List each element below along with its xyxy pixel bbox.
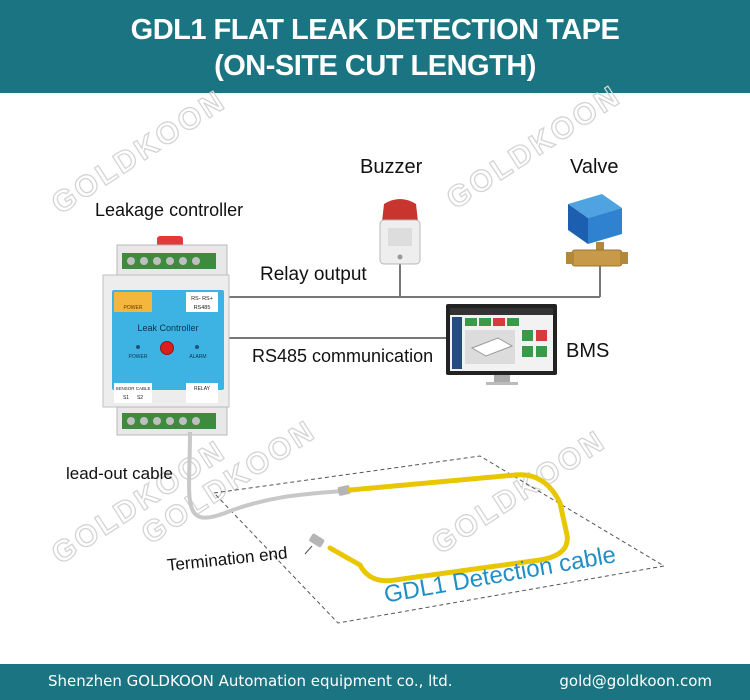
controller-power-box-label: POWER: [124, 305, 143, 311]
footer-bar: Shenzhen GOLDKOON Automation equipment c…: [0, 664, 750, 700]
page-subtitle: (ON-SITE CUT LENGTH): [214, 50, 536, 82]
rs485-label: RS485 communication: [252, 346, 434, 366]
controller-sensor-cable-label: SENSOR CABLE: [115, 386, 150, 391]
bms-computer: [446, 304, 557, 385]
bms-label: BMS: [566, 340, 610, 362]
termination-pointer: [304, 545, 313, 555]
leakage-controller-device: POWER RS- RS+ RS485 Leak Controller POWE…: [102, 236, 230, 436]
detection-cable-loop: [327, 472, 570, 584]
leakage-controller-label: Leakage controller: [95, 200, 244, 220]
system-diagram: GOLDKOON GOLDKOON GOLDKOON GOLDKOON GOLD…: [45, 78, 666, 624]
controller-name: Leak Controller: [137, 323, 198, 333]
watermark: GOLDKOON: [426, 424, 612, 561]
relay-output-label: Relay output: [260, 264, 367, 285]
lead-out-connector: [337, 485, 351, 496]
buzzer-device: [379, 199, 421, 265]
controller-s1-label: S1: [123, 395, 129, 401]
controller-rs-terminal-label: RS- RS+: [191, 296, 213, 302]
valve-device: [566, 194, 628, 267]
controller-relay-label: RELAY: [194, 386, 211, 392]
controller-s2-label: S2: [137, 395, 143, 401]
relay-connection-lines: [228, 262, 601, 298]
lead-out-cable-label: lead-out cable: [66, 464, 173, 483]
controller-power-led-label: POWER: [129, 354, 148, 360]
controller-rs485-label: RS485: [194, 305, 211, 311]
termination-connector: [309, 533, 325, 548]
controller-alarm-led-label: ALARM: [189, 354, 206, 360]
lead-out-cable-line: [187, 431, 343, 520]
header-banner: GDL1 FLAT LEAK DETECTION TAPE (ON-SITE C…: [0, 0, 750, 93]
footer-email: gold@goldkoon.com: [559, 672, 712, 690]
footer-company: Shenzhen GOLDKOON Automation equipment c…: [48, 672, 453, 690]
buzzer-label: Buzzer: [360, 156, 423, 178]
valve-label: Valve: [570, 156, 619, 178]
page-title: GDL1 FLAT LEAK DETECTION TAPE: [130, 14, 620, 46]
